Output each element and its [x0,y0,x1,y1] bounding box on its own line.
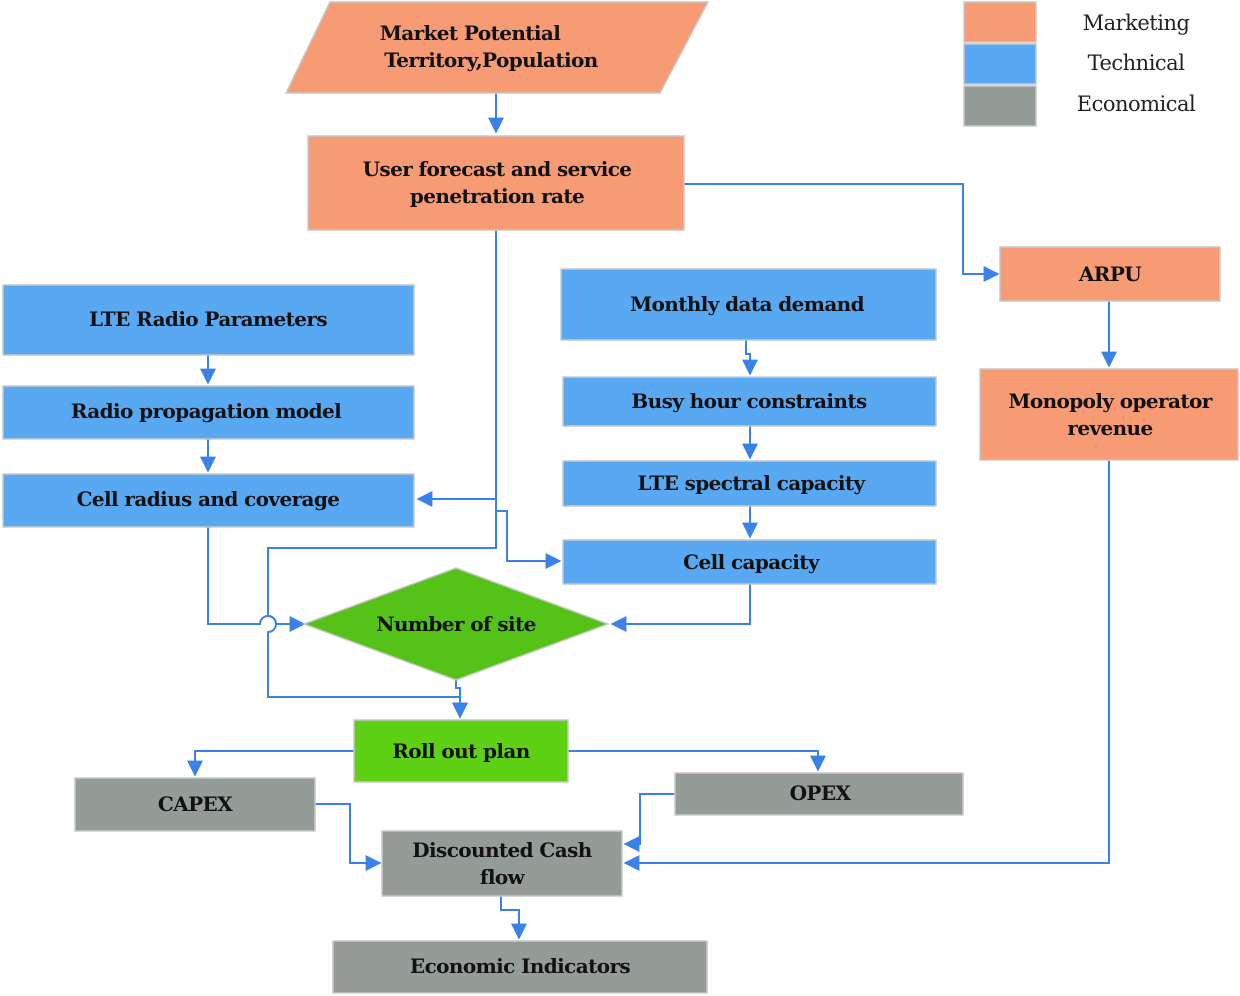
legend-swatch-technical [963,43,1037,85]
discounted-cash-flow-node: Discounted Cash flow [381,830,623,897]
connector-forecast-to-cell-capacity [496,510,562,569]
flow-label: flow [480,865,526,889]
connector-rollout-to-opex [568,750,826,772]
busy-hour-constraints-node: Busy hour constraints [562,376,937,427]
legend-label-economical: Economical [1077,92,1196,116]
connector-opex-to-dcf [623,793,675,852]
connector-revenue-to-dcf [623,460,1110,871]
radio-propagation-model-node: Radio propagation model [2,385,415,440]
connector-rollout-to-capex [187,750,354,777]
monopoly-revenue-node: Monopoly operator revenue [979,368,1239,461]
economic-indicators-label: Economic Indicators [410,954,630,978]
roll-out-plan-label: Roll out plan [392,739,531,763]
monopoly-operator-label: Monopoly operator [1008,389,1212,413]
arpu-node: ARPU [999,246,1221,302]
economic-indicators-node: Economic Indicators [332,940,708,994]
number-of-site-node: Number of site [301,567,611,681]
busy-hour-constraints-label: Busy hour constraints [631,389,867,413]
connector-forecast-to-coverage [416,230,497,507]
cell-radius-coverage-label: Cell radius and coverage [77,487,340,511]
legend-swatch-economical [963,85,1037,127]
cell-capacity-label: Cell capacity [683,550,821,574]
connectors [187,93,1117,940]
legend: Marketing Technical Economical [963,1,1197,127]
roll-out-plan-node: Roll out plan [353,719,569,783]
legend-label-marketing: Marketing [1083,11,1190,35]
monthly-data-demand-label: Monthly data demand [630,292,865,316]
cell-capacity-node: Cell capacity [562,539,937,585]
market-potential-label: Market Potential [380,21,562,45]
lte-spectral-capacity-label: LTE spectral capacity [637,471,866,495]
discounted-cash-label: Discounted Cash [412,838,592,862]
lte-radio-parameters-node: LTE Radio Parameters [2,284,415,356]
cell-radius-coverage-node: Cell radius and coverage [2,473,415,528]
revenue-label: revenue [1067,416,1152,440]
lte-radio-parameters-label: LTE Radio Parameters [89,307,327,331]
connector-dcf-to-indicators [500,896,527,940]
legend-label-technical: Technical [1088,51,1186,75]
capex-node: CAPEX [74,777,316,832]
user-forecast-label: User forecast and service [363,157,632,181]
penetration-rate-label: penetration rate [410,184,584,208]
lte-spectral-capacity-node: LTE spectral capacity [562,460,937,507]
capex-label: CAPEX [158,792,233,816]
monthly-data-demand-node: Monthly data demand [560,268,937,341]
market-potential-node: Market Potential Territory,Population [284,1,710,94]
connector-forecast-to-arpu [684,183,1000,282]
arpu-label: ARPU [1078,262,1141,286]
number-of-site-label: Number of site [376,612,536,636]
legend-swatch-marketing [963,1,1037,43]
user-forecast-node: User forecast and service penetration ra… [307,135,685,231]
connector-cell-capacity-to-sites [610,584,751,632]
connector-coverage-to-sites [207,527,306,632]
opex-label: OPEX [790,781,852,805]
opex-node: OPEX [674,772,964,816]
territory-population-label: Territory,Population [384,48,598,72]
connector-capex-to-dcf [315,803,382,871]
connector-demand-to-busy-hour [742,340,758,376]
connector-sites-to-rollout [452,680,468,719]
radio-propagation-model-label: Radio propagation model [71,399,342,423]
